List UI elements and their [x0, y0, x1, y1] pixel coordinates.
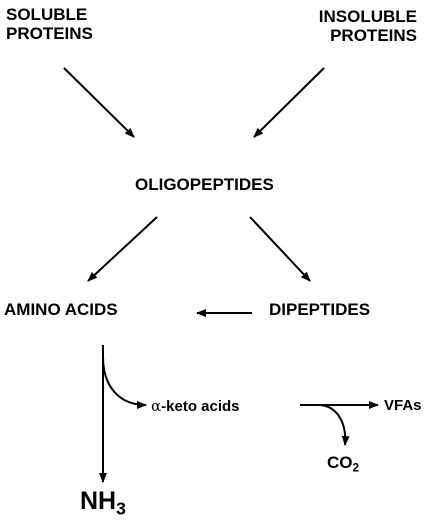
insoluble-proteins-label: INSOLUBLE PROTEINS — [318, 7, 417, 45]
alpha-keto-acids-label: α-keto acids — [151, 398, 240, 416]
soluble-proteins-line2: PROTEINS — [6, 23, 93, 43]
arrow-insoluble-to-oligopeptides — [253, 67, 325, 138]
nh3-label: NH3 — [80, 487, 126, 519]
nh3-subscript: 3 — [116, 498, 126, 519]
arrow-oligopeptides-to-amino-acids — [87, 216, 158, 282]
co2-label: CO2 — [327, 453, 360, 475]
amino-acids-label: AMINO ACIDS — [4, 300, 118, 319]
vfas-label: VFAs — [384, 397, 422, 414]
insoluble-proteins-line2: PROTEINS — [330, 25, 417, 45]
arrow-soluble-to-oligopeptides — [63, 67, 135, 138]
dipeptides-label: DIPEPTIDES — [269, 300, 371, 319]
nh3-base: NH — [80, 487, 117, 515]
arrow-amino-acids-to-keto-acids — [102, 356, 147, 409]
alpha-symbol: α — [151, 397, 162, 415]
soluble-proteins-label: SOLUBLE PROTEINS — [6, 5, 93, 43]
oligopeptides-label: OLIGOPEPTIDES — [135, 175, 274, 194]
soluble-proteins-line1: SOLUBLE — [6, 5, 88, 24]
co2-base: CO — [327, 453, 353, 472]
keto-acids-text: -keto acids — [161, 398, 240, 415]
co2-subscript: 2 — [352, 460, 360, 475]
insoluble-proteins-line1: INSOLUBLE — [318, 7, 417, 26]
arrow-oligopeptides-to-dipeptides — [249, 216, 311, 282]
arrow-keto-acids-to-co2 — [317, 404, 350, 446]
